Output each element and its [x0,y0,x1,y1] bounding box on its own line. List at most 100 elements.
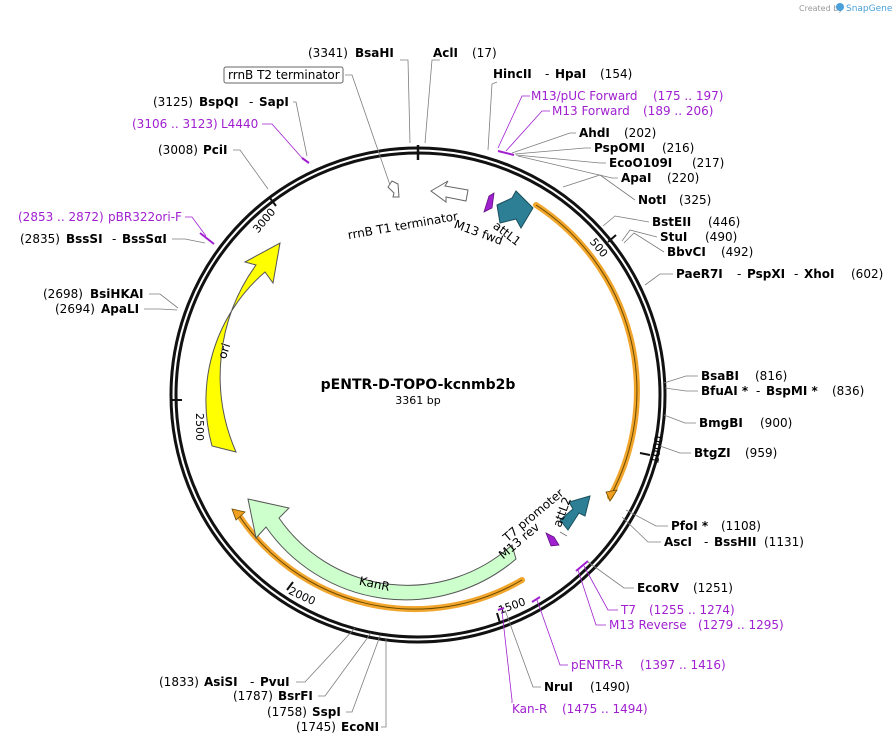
lead-kanr-primer [501,610,513,703]
site-noti-pos: (325) [679,193,711,207]
tick-label-2500: 2500 [193,413,206,441]
site-ecorv-name: EcoRV [637,581,680,595]
orange-arc-kan-core [237,513,523,610]
site-pspxi-name: PspXI [747,267,785,281]
primer-t7-range: (1255 .. 1274) [649,603,735,617]
lead-bsahi [400,59,411,144]
lead-asci [621,516,661,543]
plasmid-name: pENTR-D-TOPO-kcnmb2b [321,377,516,393]
lead-btgzi [659,445,691,454]
lead-sspi [346,635,381,713]
lead-ecorv [587,561,634,589]
lead-t7 [583,565,618,611]
site-nrui-name: NruI [544,680,573,694]
site-sspi-name: SspI [312,705,341,719]
primer-pentrr-range: (1397 .. 1416) [640,658,726,672]
orange-arc-insert [533,202,640,500]
lead-bfuai [664,387,698,392]
lead-apai [517,155,618,179]
primer-m13fwd-range: (189 .. 206) [643,104,713,118]
primer-kanr-name: Kan-R [512,702,547,716]
svg-text:-: - [794,267,798,281]
site-btgzi-pos: (959) [745,446,777,460]
svg-text:-: - [249,95,253,109]
primer-l4440-range: (3106 .. 3123) [132,117,218,131]
site-bsahi-pos: (3341) [308,46,348,60]
lead-bsabi [663,375,698,384]
m13-fwd-feature[interactable] [483,192,495,213]
lead-bbvci [623,232,665,253]
site-pfoi-name: PfoI * [671,519,709,533]
m13-rev-feature[interactable] [545,532,560,547]
site-bfuai-pos: (836) [832,384,864,398]
tick-label-2000: 2000 [287,584,318,608]
site-ecorv-pos: (1251) [693,581,733,595]
site-pcii-pos: (3008) [158,143,198,157]
site-bspqi-name: BspQI [199,95,239,109]
lead-nrui [504,609,541,688]
orange-arc-kan-head [231,508,246,521]
lead-bsrfi [318,632,372,697]
rrnb-t2-feature[interactable] [387,180,400,198]
tick-1000 [639,452,651,456]
site-noti-name: NotI [638,193,667,207]
created-by-label: Created by [799,4,843,13]
rrnb-t2-lead [345,74,391,186]
site-bbvci-name: BbvCI [667,245,706,259]
primer-t7-name: T7 [620,603,636,617]
primer-marks [199,150,589,611]
lead-stui [621,229,658,242]
lead-hincii [487,81,498,151]
site-bsrfi-name: BsrFI [278,689,313,703]
site-sspi-pos: (1758) [267,705,307,719]
svg-text:-: - [704,535,708,549]
svg-text:-: - [112,232,116,246]
site-bspmi-name: BspMI * [766,384,818,398]
site-hincii-name: HincII [493,67,532,81]
attl2-feature[interactable] [559,495,591,531]
site-paer7i-name: PaeR7I [676,267,723,281]
ori-feature[interactable] [205,242,281,453]
site-apai-pos: (220) [667,171,699,185]
site-ahdi-name: AhdI [579,126,610,140]
site-bsabi-pos: (816) [755,369,787,383]
primer-pentrr-name: pENTR-R [571,658,623,672]
site-bsahi-name: BsaHI [355,46,394,60]
primer-m13fwd-name: M13 Forward [552,104,630,118]
site-asci-pos: (1131) [764,535,804,549]
lead-paer7i [644,273,673,286]
primer-pbr322-name: pBR322ori-F [108,210,182,224]
lead-bspqi [293,101,308,157]
lead-ahdi [511,132,576,154]
site-bfuai-name: BfuAI * [701,384,749,398]
attl1-feature[interactable] [496,190,534,229]
site-apali-pos: (2694) [55,302,95,316]
site-stui-name: StuI [660,230,687,244]
lead-pspomi [514,147,591,155]
svg-text:-: - [756,384,760,398]
site-apai-name: ApaI [621,171,651,185]
site-pfoi-pos: (1108) [721,519,761,533]
site-bsssi-pos: (2835) [20,232,60,246]
svg-text:-: - [737,267,741,281]
rrnb-t1-feature[interactable] [430,180,469,203]
site-bsssai-name: BssSαI [122,232,167,246]
lead-bmgbi [663,414,696,424]
snapgene-logo-icon [836,3,844,11]
site-econi-name: EcoNI [341,720,379,734]
site-econi-pos: (1745) [296,720,336,734]
lead-bsihkai [149,293,179,309]
primer-kanr-range: (1475 .. 1494) [562,702,648,716]
lead-pbr322 [185,216,207,237]
primer-m13rev-name: M13 Reverse [609,618,687,632]
site-bspqi-pos: (3125) [153,95,193,109]
svg-text:-: - [545,67,549,81]
lead-bsteii [602,215,650,227]
site-paer7i-pos: (602) [851,267,883,281]
kanr-feature[interactable] [247,498,517,601]
tick-1500 [496,612,501,624]
site-bsssi-name: BssSI [66,232,103,246]
site-asisi-pos: (1833) [159,675,199,689]
lead-noti [562,174,636,201]
